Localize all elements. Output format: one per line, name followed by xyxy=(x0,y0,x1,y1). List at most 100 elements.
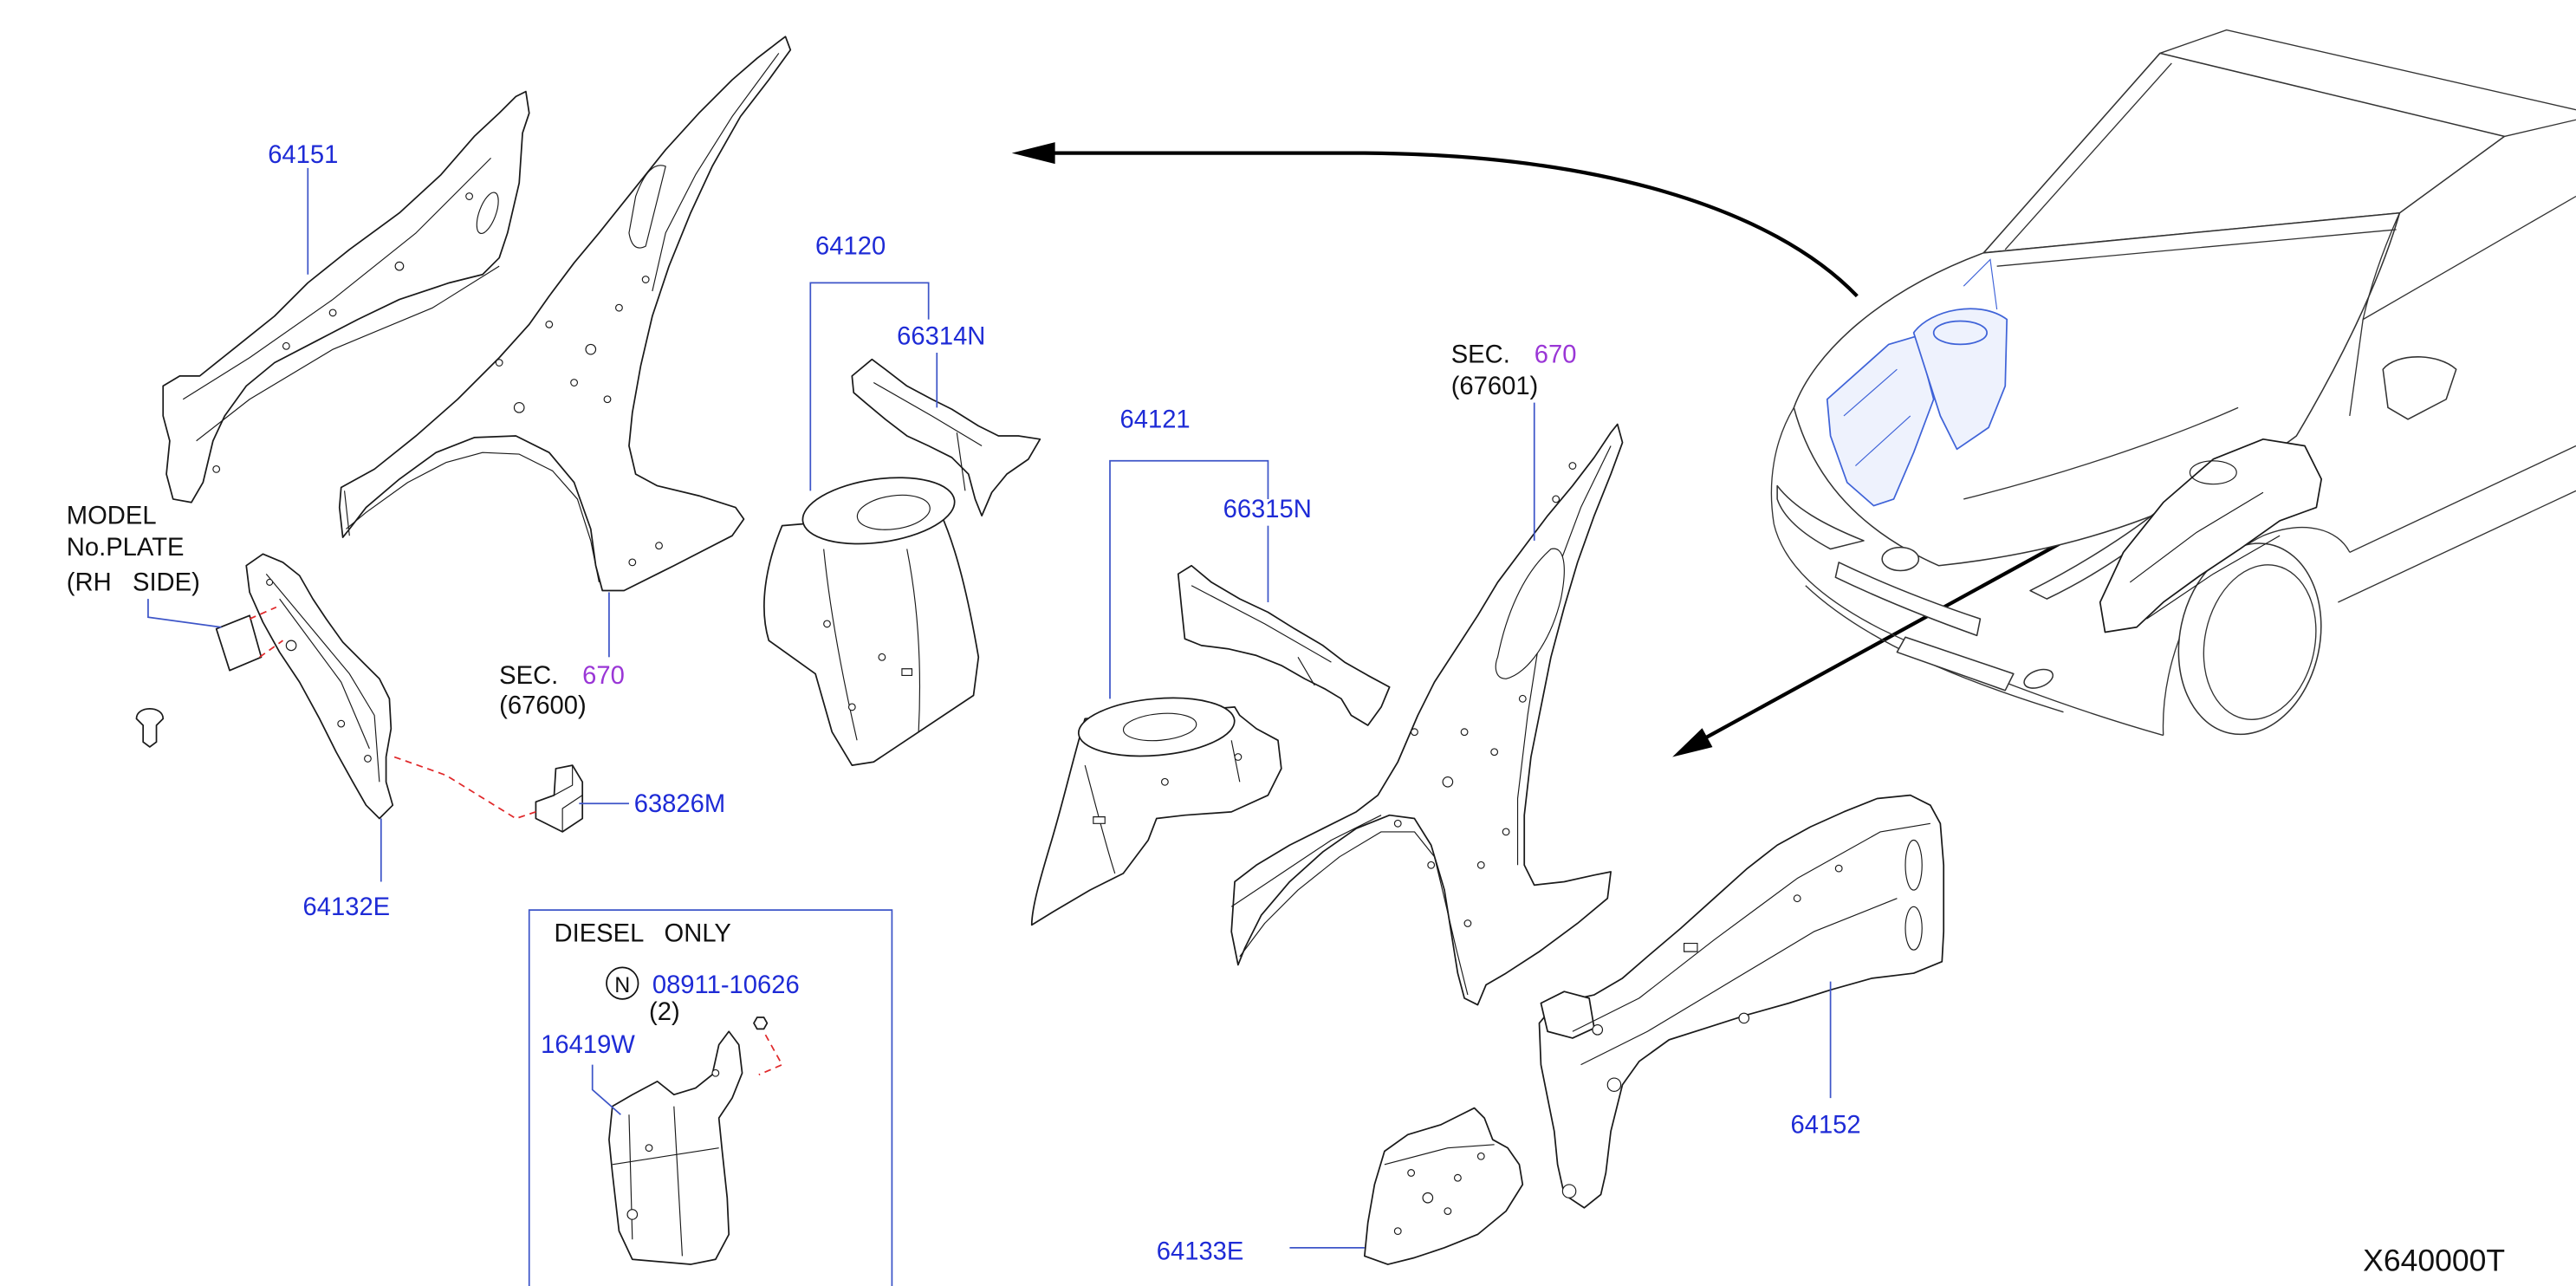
section-left-prefix: SEC. xyxy=(499,662,558,690)
section-right-number[interactable]: 670 xyxy=(1535,341,1577,369)
car-side-body xyxy=(2338,195,2576,603)
car-side-mirror xyxy=(2382,356,2457,420)
part-64133E-holes xyxy=(1393,1152,1485,1236)
car-logo xyxy=(1881,546,1920,572)
car-right-apron-structure xyxy=(2099,438,2323,633)
apron-left-67600 xyxy=(338,36,792,592)
label-16419W[interactable]: 16419W xyxy=(541,1031,635,1059)
part-16419W-outline xyxy=(608,1030,743,1265)
arrow-curved-to-left-apron xyxy=(1045,151,1859,298)
leader-64121-bracket xyxy=(1109,459,1269,699)
part-64151 xyxy=(162,90,530,503)
part-64152 xyxy=(1538,794,1945,1209)
car-lower-intake xyxy=(1896,636,2015,692)
leader-lines xyxy=(147,167,1832,1249)
label-64121[interactable]: 64121 xyxy=(1120,406,1191,433)
car-highlight-details xyxy=(1843,258,1998,466)
arrowhead-left xyxy=(1011,142,1055,165)
part-16419W-holes xyxy=(626,1068,720,1220)
part-64121 xyxy=(1030,697,1282,926)
car-cowl-line xyxy=(1963,229,2397,500)
car-highlight-strut-tower xyxy=(1912,308,2008,451)
model-plate-dashed-link xyxy=(249,606,283,659)
part-64133E-outline xyxy=(1363,1107,1524,1265)
car-front-rim xyxy=(2203,564,2317,720)
part-63826M-details xyxy=(554,765,583,832)
apron-right-window xyxy=(1495,548,1565,679)
part-64133E-details xyxy=(1384,1144,1495,1166)
label-64152[interactable]: 64152 xyxy=(1791,1111,1861,1139)
label-64120[interactable]: 64120 xyxy=(815,233,886,261)
part-64152-slot-lower xyxy=(1904,906,1923,951)
part-64132E-details xyxy=(265,573,380,783)
arrowhead-lower-left xyxy=(1672,728,1713,757)
part-64120-holes xyxy=(823,620,913,711)
part-64132E-outline xyxy=(245,553,394,820)
part-16419W xyxy=(608,1030,743,1265)
part-64121-holes xyxy=(1093,753,1243,824)
vehicle-overview xyxy=(1770,29,2576,737)
car-windshield xyxy=(1982,52,2506,254)
part-63826M-outline xyxy=(535,764,584,833)
part-64121-body xyxy=(1030,706,1282,926)
apron-right-67601 xyxy=(1230,423,1624,1006)
part-64152-details xyxy=(1572,822,1930,1066)
car-roof-edge xyxy=(2004,29,2576,250)
part-64133E xyxy=(1363,1107,1524,1265)
car-highlight-strut-top xyxy=(1932,320,1988,346)
car-right-apron-details xyxy=(2129,491,2281,620)
nut-symbol-letter: N xyxy=(614,973,630,997)
label-66315N[interactable]: 66315N xyxy=(1223,496,1312,523)
diesel-only-frame xyxy=(528,909,893,1286)
car-hood xyxy=(1793,211,2401,567)
part-66314N xyxy=(851,358,1041,516)
apron-right-outline xyxy=(1230,423,1624,1006)
part-66315N xyxy=(1177,564,1391,726)
car-highlight-left-apron xyxy=(1826,334,1935,507)
part-64151-outline xyxy=(162,90,530,503)
nut-symbol-icon xyxy=(606,966,639,1000)
part-64121-details xyxy=(1084,740,1241,874)
part-66315N-outline xyxy=(1177,564,1391,726)
part-66314N-outline xyxy=(851,358,1041,516)
diesel-only-title: DIESEL ONLY xyxy=(555,920,731,948)
part-64152-slot-upper xyxy=(1904,839,1923,891)
section-left-number[interactable]: 670 xyxy=(582,662,625,690)
part-64120-body xyxy=(763,511,980,766)
model-plate-note-line3: (RH SIDE) xyxy=(67,569,200,597)
section-left-ref: (67600) xyxy=(499,692,587,720)
label-64151[interactable]: 64151 xyxy=(268,141,338,169)
diagram-code: X640000T xyxy=(2363,1244,2505,1278)
part-66315N-details xyxy=(1191,585,1332,686)
part-63826M-dashed-link xyxy=(393,756,536,820)
car-right-strut-top xyxy=(2189,460,2237,485)
label-63826M[interactable]: 63826M xyxy=(634,790,725,818)
car-fog-light xyxy=(2023,668,2054,689)
part-64120-strut-hole xyxy=(856,494,931,530)
part-64151-flanges xyxy=(182,157,500,442)
car-headlight-left xyxy=(1776,484,1865,550)
model-plate-note-line2: No.PLATE xyxy=(67,534,185,562)
part-64121-strut-hole xyxy=(1122,712,1197,742)
part-66314N-details xyxy=(873,382,983,491)
leader-16419W xyxy=(591,1064,621,1115)
part-63826M xyxy=(535,764,584,833)
part-64151-slot xyxy=(476,192,499,234)
label-64133E[interactable]: 64133E xyxy=(1157,1237,1244,1265)
label-66314N[interactable]: 66314N xyxy=(897,322,985,350)
part-64152-bracket xyxy=(1540,990,1595,1039)
part-64120-details xyxy=(823,549,921,741)
part-64132E xyxy=(245,553,394,820)
label-64132E[interactable]: 64132E xyxy=(303,893,391,921)
car-front-tire xyxy=(2177,542,2322,736)
section-right-ref: (67601) xyxy=(1451,373,1539,400)
label-08911-10626[interactable]: 08911-10626 xyxy=(652,971,800,999)
part-64152-holes xyxy=(1561,864,1843,1198)
nut-quantity: (2) xyxy=(649,998,680,1026)
car-grille xyxy=(1834,562,1982,637)
apron-right-holes xyxy=(1393,462,1577,927)
section-right-prefix: SEC. xyxy=(1451,341,1510,369)
nut-dashed-link xyxy=(758,1034,783,1075)
model-plate-note-line1: MODEL xyxy=(67,503,157,530)
